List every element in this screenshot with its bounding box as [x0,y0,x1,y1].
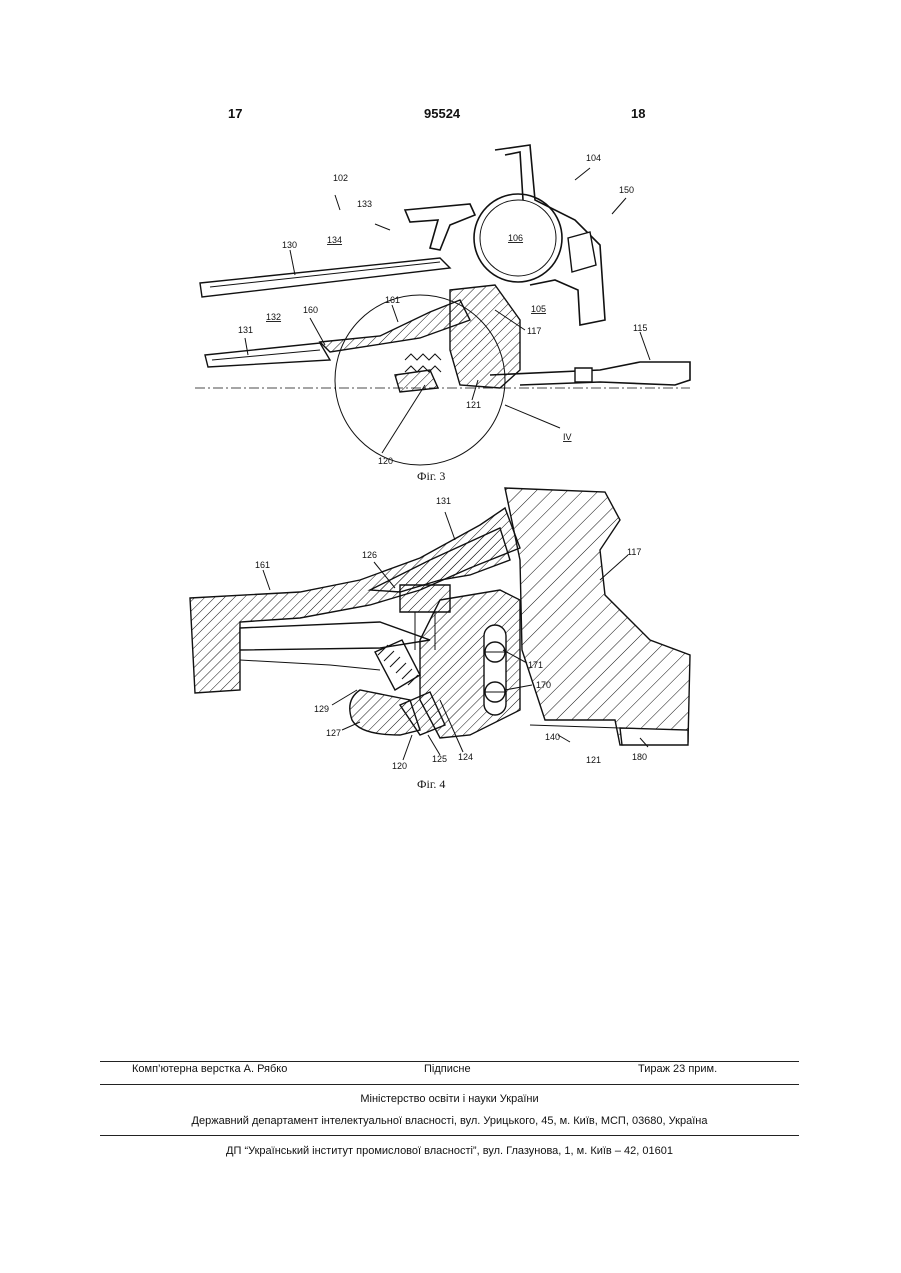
fig4-label: 131 [436,496,451,506]
fig4-label: 170 [536,680,551,690]
footer-imprint-row: Комп’ютерна верстка А. Рябко Підписне Ти… [100,1063,799,1079]
fig4-label: 129 [314,704,329,714]
fig3-label: 121 [466,400,481,410]
department-line: Державний департамент інтелектуальної вл… [100,1115,799,1127]
footer-rule [100,1135,799,1136]
fig3-label: 133 [357,199,372,209]
circulation-note: Тираж 23 прим. [638,1063,717,1075]
fig3-label: 104 [586,153,601,163]
fig4-label: 180 [632,752,647,762]
fig3-label: 120 [378,456,393,466]
fig3-label: 102 [333,173,348,183]
fig4-label: 171 [528,660,543,670]
fig4-label: 124 [458,752,473,762]
fig4-label: 127 [326,728,341,738]
fig4-label: 120 [392,761,407,771]
fig4-caption: Фіг. 4 [417,777,445,791]
footer-rule [100,1084,799,1085]
ministry-line: Міністерство освіти і науки України [100,1093,799,1105]
spring-drawing [405,354,441,372]
publisher-line: ДП “Український інститут промислової вла… [100,1145,799,1157]
fig3-label: 130 [282,240,297,250]
fig3-label: 115 [633,323,647,333]
fig3-label: 132 [266,312,281,322]
fig4-label: 117 [627,547,641,557]
figure-3-drawing: 102 133 134 130 132 131 160 161 104 150 … [0,0,901,500]
fig4-label: 126 [362,550,377,560]
figure-4-drawing: 131 161 126 117 171 170 129 127 125 124 … [0,480,901,800]
fig3-label: 150 [619,185,634,195]
fig3-label: 131 [238,325,253,335]
fig4-label: 121 [586,755,601,765]
fig4-label: 125 [432,754,447,764]
footer-rule [100,1061,799,1062]
fig3-label: IV [563,432,572,442]
fig3-label: 106 [508,233,523,243]
fig3-label: 117 [527,326,541,336]
fig4-label: 161 [255,560,270,570]
signed-note: Підписне [424,1063,471,1075]
fig4-label: 140 [545,732,560,742]
fig3-label: 105 [531,304,546,314]
fig3-label: 160 [303,305,318,315]
typesetting-credit: Комп’ютерна верстка А. Рябко [132,1063,287,1075]
fig3-label: 134 [327,235,342,245]
fig3-label: 161 [385,295,400,305]
